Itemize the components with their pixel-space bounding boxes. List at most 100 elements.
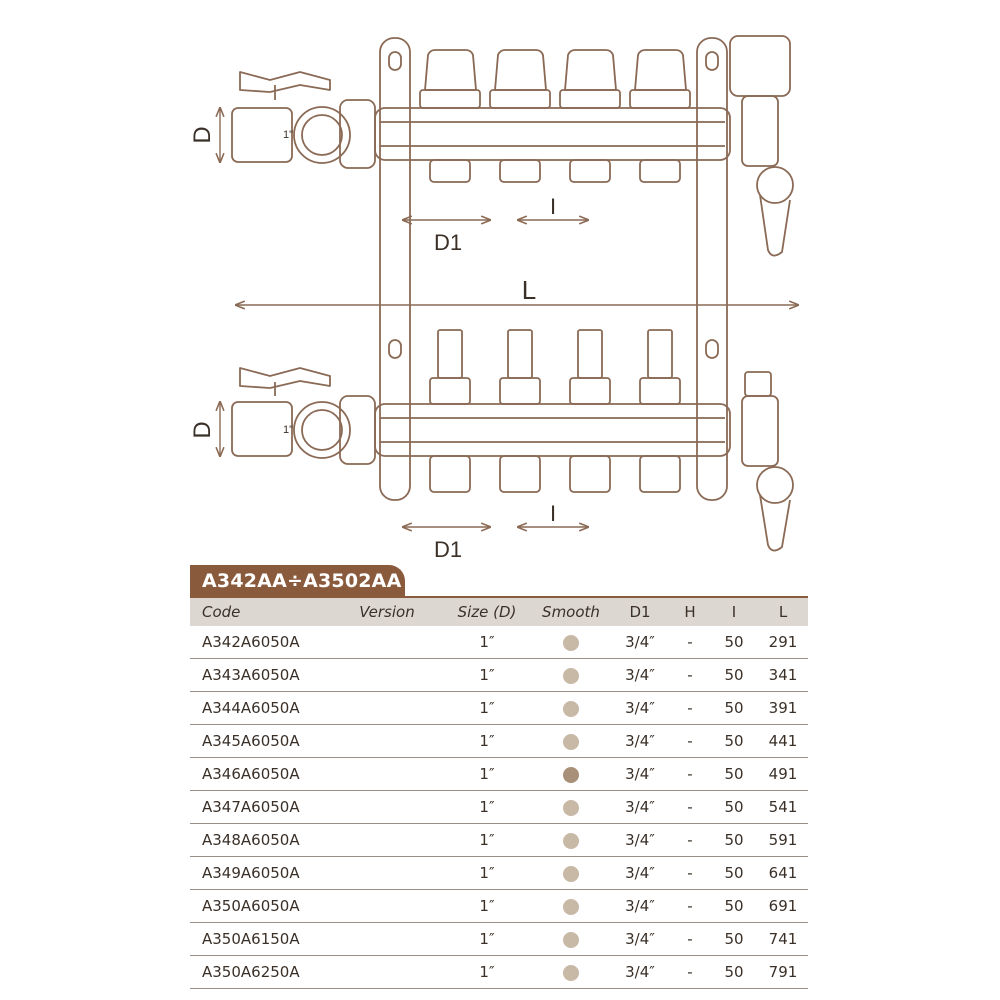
cell-h: -: [670, 790, 710, 824]
smooth-indicator-dot: [563, 865, 579, 882]
cell-size: 1″: [442, 856, 532, 890]
top-inlet-valve: [231, 71, 376, 169]
header-version: Version: [332, 598, 442, 626]
smooth-indicator-dot: [563, 799, 579, 816]
cell-l: 591: [758, 823, 808, 857]
cell-d1: 3/4″: [610, 724, 670, 758]
cell-size: 1″: [442, 889, 532, 923]
cell-size: 1″: [442, 724, 532, 758]
cell-h: -: [670, 724, 710, 758]
cell-size: 1″: [442, 691, 532, 725]
cell-code: A350A6150A: [190, 922, 332, 956]
smooth-indicator-dot: [563, 964, 579, 981]
cell-d1: 3/4″: [610, 691, 670, 725]
cell-smooth: [532, 856, 610, 890]
cell-l: 541: [758, 790, 808, 824]
right-bracket: [696, 37, 728, 501]
header-h: H: [670, 598, 710, 626]
top-outlets: [429, 159, 681, 183]
cell-l: 391: [758, 691, 808, 725]
smooth-indicator-dot: [563, 898, 579, 915]
cell-smooth: [532, 658, 610, 692]
cell-code: A342A6050A: [190, 626, 332, 659]
header-size: Size (D): [442, 598, 532, 626]
cell-version: [332, 724, 442, 758]
cell-i: 50: [710, 724, 758, 758]
top-manifold: [374, 49, 731, 183]
cell-l: 291: [758, 626, 808, 659]
cell-h: -: [670, 856, 710, 890]
cell-i: 50: [710, 889, 758, 923]
cell-smooth: [532, 823, 610, 857]
cell-size: 1″: [442, 757, 532, 791]
cell-i: 50: [710, 626, 758, 659]
bottom-d-label: D: [189, 421, 216, 438]
cell-smooth: [532, 790, 610, 824]
top-valve-caps: [419, 49, 691, 109]
cell-d1: 3/4″: [610, 922, 670, 956]
header-i: I: [710, 598, 758, 626]
smooth-indicator-dot: [563, 667, 579, 684]
cell-code: A350A6250A: [190, 955, 332, 989]
top-d1-label: D1: [434, 230, 462, 255]
cell-smooth: [532, 724, 610, 758]
cell-h: -: [670, 691, 710, 725]
cell-smooth: [532, 626, 610, 659]
cell-h: -: [670, 658, 710, 692]
cell-code: A346A6050A: [190, 757, 332, 791]
cell-version: [332, 658, 442, 692]
cell-i: 50: [710, 955, 758, 989]
cell-h: -: [670, 922, 710, 956]
cell-code: A350A6050A: [190, 889, 332, 923]
cell-size: 1″: [442, 658, 532, 692]
cell-d1: 3/4″: [610, 790, 670, 824]
cell-i: 50: [710, 823, 758, 857]
bottom-manifold: [374, 329, 731, 493]
cell-version: [332, 922, 442, 956]
top-air-vent: [729, 35, 794, 257]
cell-h: -: [670, 955, 710, 989]
cell-size: 1″: [442, 790, 532, 824]
cell-version: [332, 790, 442, 824]
cell-version: [332, 856, 442, 890]
cell-smooth: [532, 955, 610, 989]
cell-smooth: [532, 757, 610, 791]
cell-d1: 3/4″: [610, 757, 670, 791]
cell-l: 791: [758, 955, 808, 989]
cell-i: 50: [710, 856, 758, 890]
bottom-d1-label: D1: [434, 537, 462, 560]
header-l: L: [758, 598, 808, 626]
cell-version: [332, 823, 442, 857]
cell-h: -: [670, 823, 710, 857]
cell-code: A345A6050A: [190, 724, 332, 758]
spec-table: Code Version Size (D) Smooth D1 H I L A3…: [190, 598, 808, 989]
cell-smooth: [532, 889, 610, 923]
length-label: L: [522, 275, 536, 305]
cell-l: 491: [758, 757, 808, 791]
cell-l: 341: [758, 658, 808, 692]
cell-d1: 3/4″: [610, 889, 670, 923]
cell-l: 641: [758, 856, 808, 890]
title-rule: [190, 596, 808, 598]
top-inlet-size-label: 1": [283, 129, 293, 141]
cell-code: A348A6050A: [190, 823, 332, 857]
cell-h: -: [670, 626, 710, 659]
cell-size: 1″: [442, 823, 532, 857]
cell-i: 50: [710, 922, 758, 956]
cell-code: A344A6050A: [190, 691, 332, 725]
cell-code: A349A6050A: [190, 856, 332, 890]
cell-version: [332, 955, 442, 989]
header-d1: D1: [610, 598, 670, 626]
top-spacing-label: I: [550, 194, 556, 219]
smooth-indicator-dot: [563, 700, 579, 717]
cell-size: 1″: [442, 626, 532, 659]
